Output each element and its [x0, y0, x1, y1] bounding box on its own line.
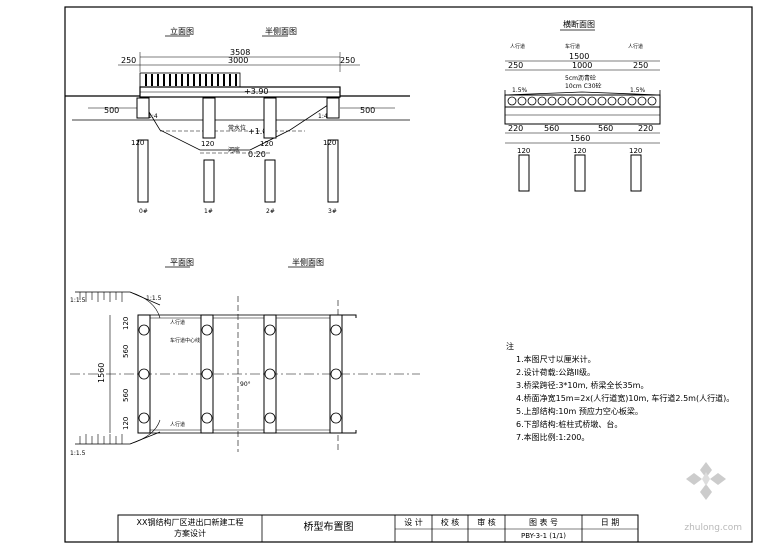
water-elevation: +1.80	[248, 127, 273, 136]
section-seg-1: 220	[508, 124, 523, 133]
pile-label-1: 1#	[204, 208, 213, 215]
title-block-drawing-name: 桥型布置图	[303, 522, 354, 533]
title-block-project: XX钢结构厂区进出口新建工程	[136, 518, 244, 527]
cross-section-view: 横断面图 人行道 车行道 人行道 1500 250 1000 250 5cm沥青…	[504, 19, 661, 192]
title-block-stage: 方案设计	[174, 529, 206, 538]
plan-center-label: 车行道中心线	[170, 337, 200, 344]
pile-label-2: 2#	[266, 208, 275, 215]
watermark-text: zhulong.com	[684, 523, 742, 533]
plan-subtitle: 半侧面图	[292, 257, 324, 267]
title-block-date-label: 日 期	[600, 518, 620, 527]
title-block-check: 校 核	[440, 518, 460, 527]
elevation-title: 立面图	[170, 26, 194, 36]
pier-width: 120	[131, 139, 144, 147]
section-label-roadway: 车行道	[565, 43, 580, 50]
note-item-4: 4.桥面净宽15m=2x(人行道宽)10m, 车行道2.5m(人行道)。	[516, 394, 735, 403]
note-item-3: 3.桥梁跨径:3*10m, 桥梁全长35m。	[516, 381, 649, 390]
section-pile-width-1: 120	[517, 147, 530, 155]
plan-upper-dim: 560	[122, 345, 130, 358]
plan-title: 平面图	[170, 258, 194, 267]
plan-width: 1560	[97, 363, 106, 383]
plan-skew: 90°	[240, 381, 251, 388]
title-block-design: 设 计	[404, 518, 423, 527]
elevation-piles	[136, 97, 340, 203]
cap-beam	[504, 106, 661, 125]
plan-bottom-walk-label: 人行道	[170, 421, 185, 428]
notes-heading: 注	[506, 342, 514, 351]
plan-slope-top: 1:1.5	[70, 297, 86, 304]
plan-piers	[137, 314, 343, 434]
section-label-left-walk: 人行道	[510, 43, 525, 50]
section-bottom-total: 1560	[570, 134, 590, 143]
dim-right-approach: 500	[360, 106, 375, 115]
bed-level-label: 河底	[228, 146, 240, 154]
dim-left-approach: 500	[104, 106, 119, 115]
general-notes: 注 1.本图尺寸以厘米计。 2.设计荷载:公路II级。 3.桥梁跨径:3*10m…	[506, 340, 734, 444]
pavement-note-1: 5cm沥青砼	[565, 74, 596, 82]
crossfall-left: 1.5%	[512, 87, 528, 94]
plan-top-dim: 120	[122, 317, 130, 330]
title-block-drawing-no-label: 图 表 号	[528, 518, 559, 527]
section-seg-4: 220	[638, 124, 653, 133]
section-left-walk-width: 250	[508, 61, 523, 70]
dim-right-end: 250	[340, 56, 355, 65]
pier-width-3: 120	[260, 140, 273, 148]
deck-elevation: +3.90	[244, 87, 269, 96]
note-item-6: 6.下部结构:桩柱式桥墩、台。	[516, 420, 623, 429]
section-roadway-width: 1000	[572, 61, 592, 70]
zhulong-logo	[686, 462, 726, 500]
pile-label-3: 3#	[328, 208, 337, 215]
plan-lower-dim: 560	[122, 389, 130, 402]
dim-left-end: 250	[121, 56, 136, 65]
note-item-2: 2.设计荷载:公路II级。	[516, 368, 596, 377]
section-right-walk-width: 250	[633, 61, 648, 70]
section-seg-2: 560	[544, 124, 559, 133]
pier-width-4: 120	[323, 139, 336, 147]
dim-overall-length: 3508	[230, 48, 250, 57]
note-item-5: 5.上部结构:10m 预应力空心板梁。	[516, 407, 643, 416]
plan-view: 平面图 半侧面图 1:1.5 1:1.5 1:1.5 人行道 车行道中心线 人行…	[70, 257, 420, 457]
dim-main-span: 3000	[228, 56, 248, 65]
pavement-note-2: 10cm C30砼	[565, 82, 602, 90]
section-pile-width-2: 120	[573, 147, 586, 155]
bed-elevation: 0.20	[248, 150, 266, 159]
section-seg-3: 560	[598, 124, 613, 133]
plan-bottom-dim: 120	[122, 417, 130, 430]
section-label-right-walk: 人行道	[628, 43, 643, 50]
note-item-7: 7.本图比例:1:200。	[516, 433, 590, 442]
title-block	[117, 514, 639, 543]
elevation-subtitle: 半侧面图	[265, 26, 297, 36]
note-item-1: 1.本图尺寸以厘米计。	[516, 355, 596, 364]
section-title: 横断面图	[563, 19, 595, 29]
section-piles	[518, 154, 642, 192]
section-pile-width-3: 120	[629, 147, 642, 155]
plan-top-walk-label: 人行道	[170, 319, 185, 326]
pier-width-2: 120	[201, 140, 214, 148]
slope-left: 1:4	[148, 113, 158, 120]
plan-slope-bottom: 1:1.5	[70, 450, 86, 457]
pile-label-0: 0#	[139, 208, 148, 215]
water-level-label: 常水位	[228, 124, 246, 132]
section-total-width: 1500	[569, 52, 589, 61]
crossfall-right: 1.5%	[630, 87, 646, 94]
plan-slope-corner: 1:1.5	[146, 295, 162, 302]
elevation-view: 立面图 半侧面图 3508 3000 250 250 +3.90	[65, 26, 410, 215]
slope-right: 1:4	[318, 113, 328, 120]
title-block-review: 审 核	[477, 518, 496, 527]
title-block-drawing-no: PBY-3-1 (1/1)	[521, 532, 566, 540]
